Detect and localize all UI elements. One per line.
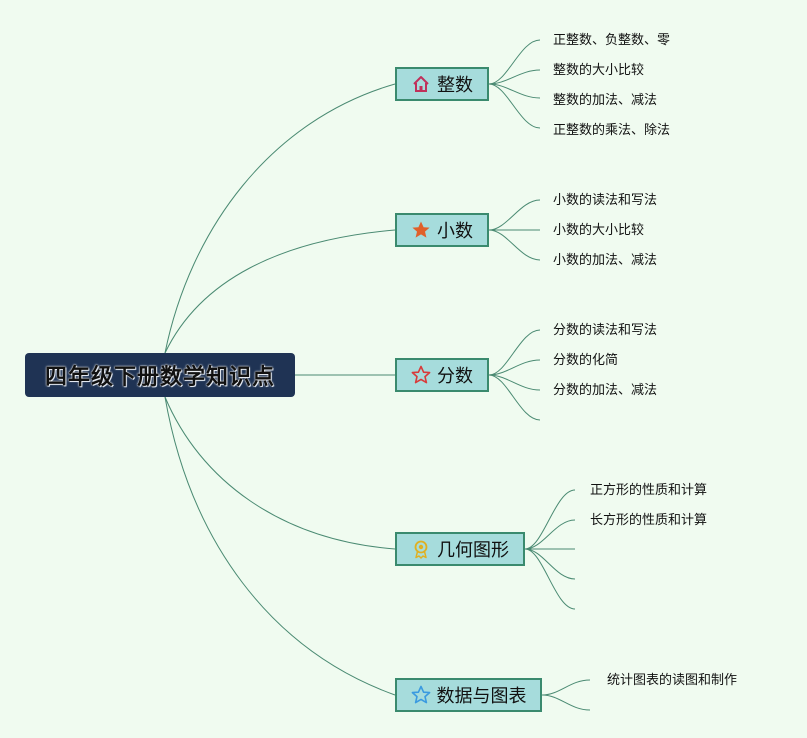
connector-geometry-leaf-1 <box>524 489 576 550</box>
connector-decimals-leaf-3 <box>488 229 541 261</box>
leaf-fractions-1[interactable]: 分数的读法和写法 <box>553 323 658 338</box>
connector-fractions-leaf-2 <box>488 359 541 376</box>
star-filled-icon <box>412 221 430 238</box>
leaf-integers-1[interactable]: 正整数、负整数、零 <box>553 33 671 48</box>
branch-fractions-label: 分数 <box>437 366 473 387</box>
branch-data-charts[interactable]: 数据与图表 <box>395 678 542 712</box>
branch-integers-label: 整数 <box>437 75 473 96</box>
connector-integers-leaf-2 <box>488 69 541 85</box>
leaf-decimals-2[interactable]: 小数的大小比较 <box>553 223 645 238</box>
connector-root-geometry <box>164 396 396 550</box>
root-topic-label: 四年级下册数学知识点 <box>44 365 275 390</box>
home-icon <box>413 76 429 92</box>
leaf-data-charts-1[interactable]: 统计图表的读图和制作 <box>607 673 738 688</box>
connector-data-charts-leaf-1 <box>541 679 591 696</box>
connector-decimals-leaf-1 <box>488 199 541 231</box>
branch-decimals[interactable]: 小数 <box>395 213 489 247</box>
connector-root-data-charts <box>164 396 396 696</box>
connector-integers-leaf-4 <box>488 83 541 129</box>
root-topic[interactable]: 四年级下册数学知识点 <box>25 353 295 397</box>
branch-geometry[interactable]: 几何图形 <box>395 532 525 566</box>
leaf-decimals-3[interactable]: 小数的加法、减法 <box>553 253 658 268</box>
connector-fractions-leaf-4 <box>488 374 541 421</box>
connector-integers-leaf-1 <box>488 39 541 85</box>
branch-decimals-label: 小数 <box>437 221 473 242</box>
leaf-decimals-1[interactable]: 小数的读法和写法 <box>553 193 658 208</box>
connector-root-decimals <box>164 229 396 354</box>
connector-root-integers <box>164 83 396 354</box>
leaf-geometry-2[interactable]: 长方形的性质和计算 <box>590 513 708 528</box>
award-ribbon-icon <box>414 540 428 559</box>
leaf-integers-4[interactable]: 正整数的乘法、除法 <box>553 123 671 138</box>
branch-geometry-label: 几何图形 <box>437 540 509 561</box>
branch-fractions[interactable]: 分数 <box>395 358 489 392</box>
leaf-fractions-3[interactable]: 分数的加法、减法 <box>553 383 658 398</box>
branch-integers[interactable]: 整数 <box>395 67 489 101</box>
connector-geometry-leaf-2 <box>524 519 576 550</box>
leaf-integers-2[interactable]: 整数的大小比较 <box>553 63 645 78</box>
leaf-integers-3[interactable]: 整数的加法、减法 <box>553 93 658 108</box>
connector-geometry-leaf-5 <box>524 548 576 610</box>
leaf-fractions-2[interactable]: 分数的化简 <box>553 353 619 368</box>
branch-data-charts-label: 数据与图表 <box>436 686 527 707</box>
connector-geometry-leaf-4 <box>524 548 576 580</box>
star-outline-icon <box>411 685 430 704</box>
connector-fractions-leaf-1 <box>488 329 541 376</box>
connector-data-charts-leaf-2 <box>541 694 591 711</box>
star-outline-icon <box>411 365 431 384</box>
leaf-geometry-1[interactable]: 正方形的性质和计算 <box>590 483 708 498</box>
